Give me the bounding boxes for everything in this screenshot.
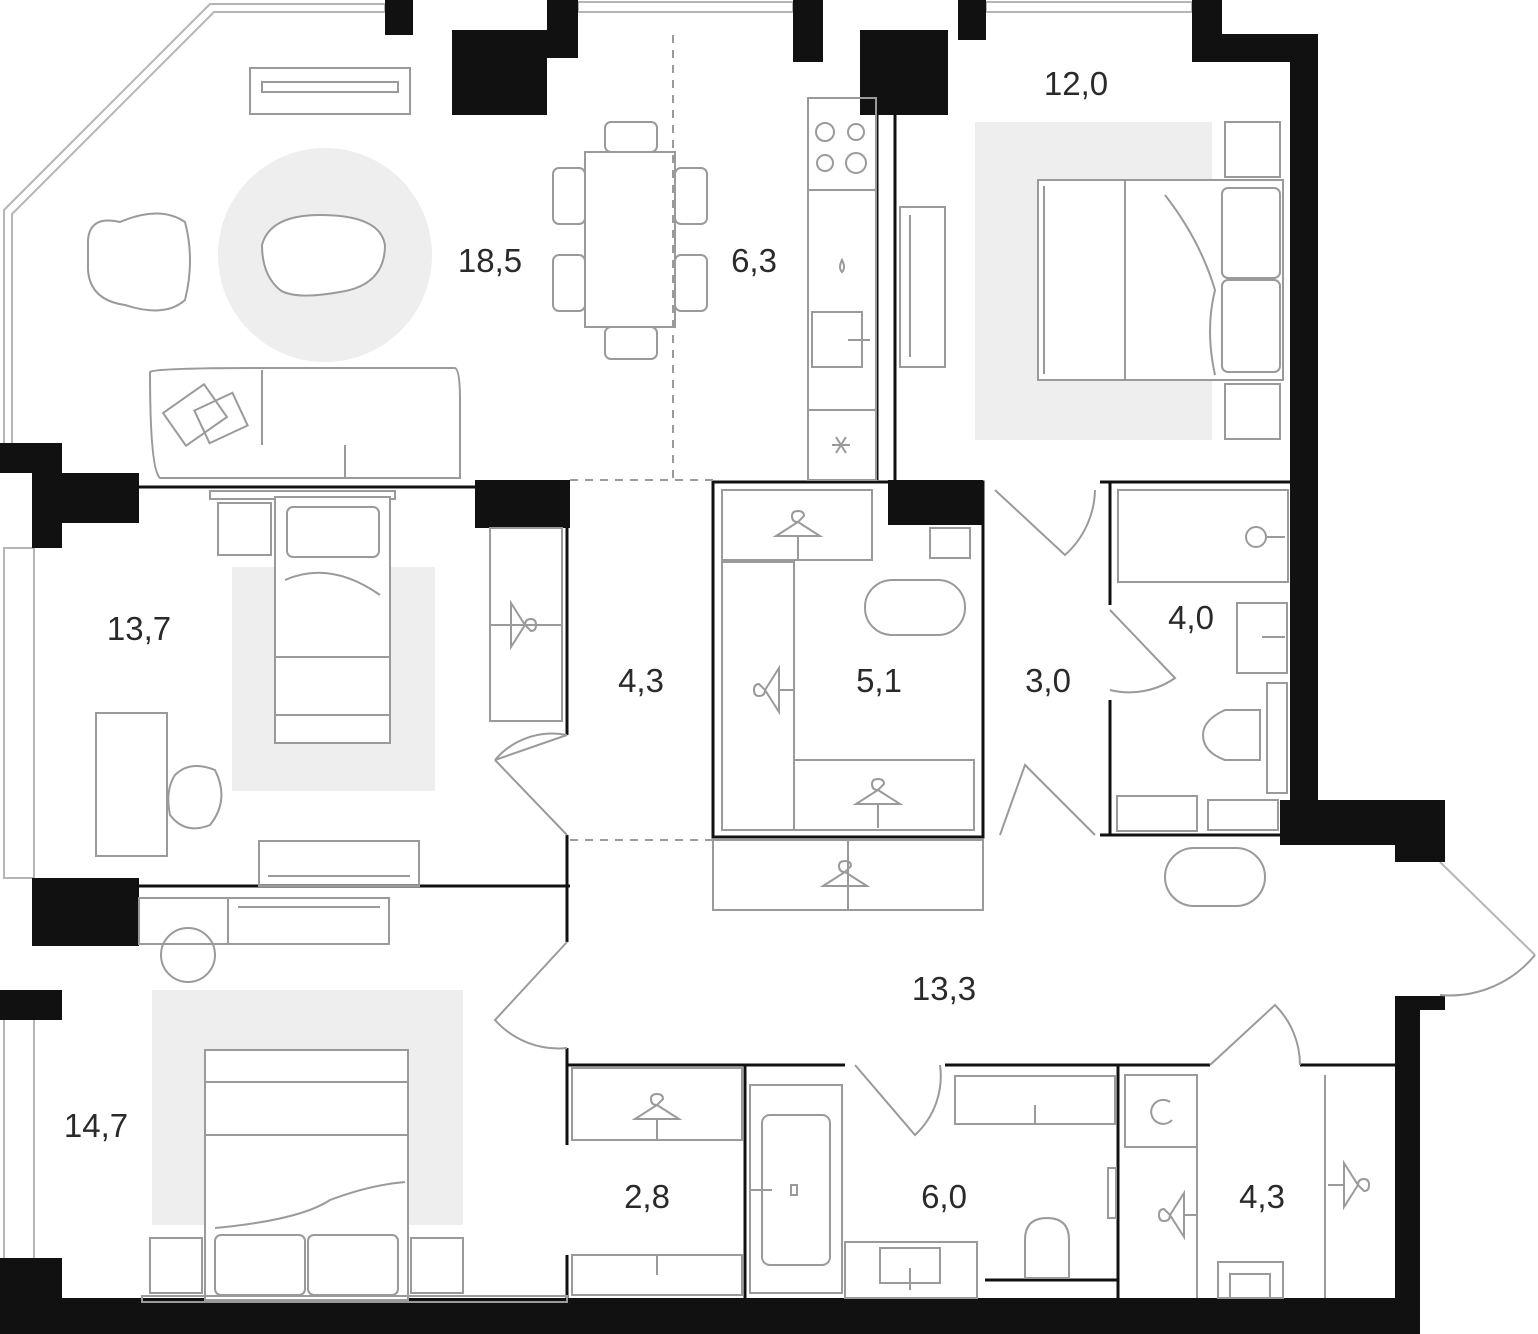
coffee-table bbox=[260, 213, 387, 297]
hanger-icon bbox=[819, 859, 871, 887]
living-furniture bbox=[87, 67, 708, 479]
ottoman bbox=[864, 579, 966, 636]
area-label-kitchen: 6,3 bbox=[731, 242, 777, 279]
area-label-bedroom-sw: 14,7 bbox=[64, 1107, 128, 1144]
area-label-hall-main: 13,3 bbox=[912, 970, 976, 1007]
hob-icon bbox=[815, 122, 867, 174]
area-label-laundry-se: 4,3 bbox=[1239, 1178, 1285, 1215]
hanger-icon bbox=[1157, 1189, 1198, 1241]
armchair bbox=[87, 212, 191, 312]
wardrobe-center-furniture bbox=[712, 489, 984, 911]
bedroom-sw-furniture bbox=[138, 897, 568, 1303]
hanger-icons bbox=[510, 509, 1371, 1241]
area-label-hall-upper: 4,3 bbox=[618, 662, 664, 699]
shower-icon bbox=[1245, 526, 1267, 548]
hanger-icon bbox=[631, 1092, 683, 1140]
area-label-bedroom-ne: 12,0 bbox=[1044, 65, 1108, 102]
bathroom-ne-furniture bbox=[1116, 489, 1289, 907]
hanger-icon bbox=[852, 777, 904, 828]
area-label-living: 18,5 bbox=[458, 242, 522, 279]
hanger-icon bbox=[772, 509, 824, 560]
zone-boundaries bbox=[570, 35, 713, 841]
desk bbox=[95, 712, 168, 857]
hanger-icon bbox=[752, 664, 795, 716]
single-bed bbox=[274, 496, 391, 744]
toilet-icon bbox=[1024, 1216, 1070, 1279]
area-label-wardrobe-center: 5,1 bbox=[856, 662, 902, 699]
kitchen-unit bbox=[807, 97, 877, 481]
toilet-icon bbox=[1201, 709, 1261, 761]
bedroom-ne-furniture bbox=[899, 121, 1284, 440]
area-label-bathroom-ne: 4,0 bbox=[1168, 599, 1214, 636]
area-label-wardrobe-s: 2,8 bbox=[624, 1178, 670, 1215]
tv-console bbox=[249, 67, 411, 115]
bedroom-w-furniture bbox=[95, 490, 563, 887]
sink-icon bbox=[1236, 602, 1288, 674]
dining-table bbox=[584, 151, 676, 328]
hanger-icon bbox=[510, 599, 538, 651]
hanger-icon bbox=[1328, 1159, 1371, 1211]
area-label-bathroom-s: 6,0 bbox=[921, 1178, 967, 1215]
ottoman-hall bbox=[1164, 847, 1266, 907]
doors bbox=[493, 489, 1536, 1137]
area-labels: 18,5 6,3 12,0 13,7 4,3 5,1 3,0 4,0 13,3 … bbox=[64, 65, 1285, 1215]
sofa bbox=[148, 367, 461, 479]
bathroom-s-furniture bbox=[749, 1075, 1117, 1299]
area-label-corridor-center: 3,0 bbox=[1025, 662, 1071, 699]
walls bbox=[0, 0, 1445, 1334]
area-label-bedroom-w: 13,7 bbox=[107, 610, 171, 647]
double-bed-sw bbox=[204, 1049, 409, 1301]
washer-icon bbox=[1124, 1074, 1198, 1148]
laundry-se-furniture bbox=[1124, 1074, 1326, 1299]
